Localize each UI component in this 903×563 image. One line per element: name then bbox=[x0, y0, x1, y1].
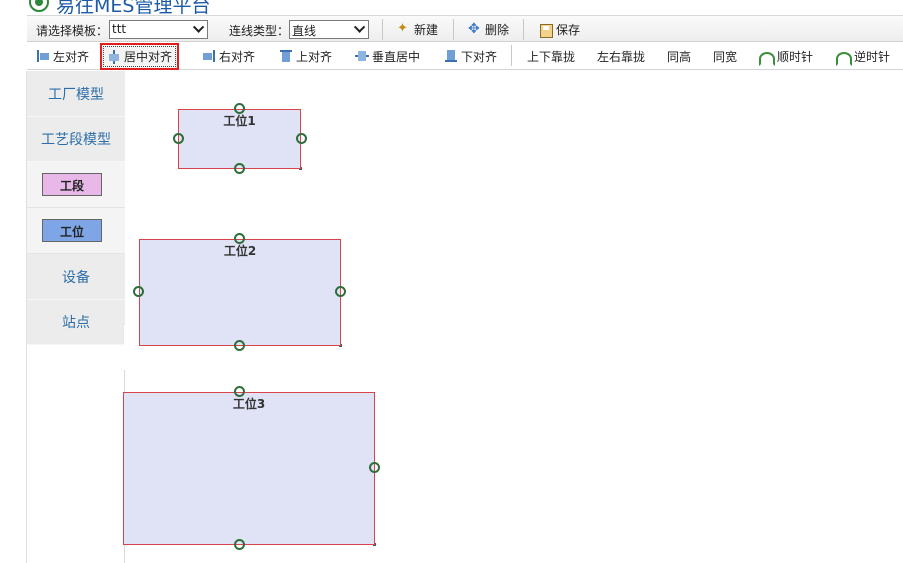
station-node[interactable]: 工位1 bbox=[178, 109, 302, 170]
toolbar-divider bbox=[382, 19, 383, 40]
save-button-label: 保存 bbox=[556, 23, 581, 37]
chevron-down-icon bbox=[192, 21, 205, 33]
align-left-label: 左对齐 bbox=[53, 49, 90, 64]
vertical-gather-button[interactable]: 上下靠拢 bbox=[527, 46, 575, 66]
align-left-button[interactable]: 左对齐 bbox=[36, 46, 89, 66]
align-middle-icon bbox=[355, 49, 369, 63]
align-middle-button[interactable]: 垂直居中 bbox=[355, 46, 420, 66]
station-node[interactable]: 工位2 bbox=[139, 239, 342, 347]
delete-icon bbox=[468, 21, 482, 37]
new-button[interactable]: 新建 bbox=[397, 19, 438, 40]
align-bottom-label: 下对齐 bbox=[461, 49, 498, 64]
equipment-item[interactable]: 设备 bbox=[27, 254, 125, 300]
align-right-label: 右对齐 bbox=[219, 49, 256, 64]
factory-model-item[interactable]: 工厂模型 bbox=[27, 71, 125, 117]
resize-handle[interactable] bbox=[339, 344, 342, 347]
main-toolbar: 请选择模板： ttt 连线类型： 直线 新建 删除 保存 bbox=[27, 15, 903, 42]
align-top-label: 上对齐 bbox=[296, 49, 333, 64]
connection-port[interactable] bbox=[173, 133, 184, 144]
factory-model-label: 工厂模型 bbox=[48, 86, 104, 103]
rotate-ccw-label: 逆时针 bbox=[854, 49, 891, 64]
connection-port[interactable] bbox=[133, 286, 144, 297]
station-node-title: 工位1 bbox=[223, 114, 256, 128]
align-top-icon bbox=[279, 49, 293, 63]
station-swatch-label: 工位 bbox=[59, 225, 84, 239]
align-bottom-button[interactable]: 下对齐 bbox=[444, 46, 497, 66]
app-logo-icon bbox=[29, 0, 49, 12]
connection-port[interactable] bbox=[234, 103, 245, 114]
connection-port[interactable] bbox=[234, 163, 245, 174]
line-type-select[interactable]: 直线 bbox=[289, 20, 369, 39]
connection-port[interactable] bbox=[234, 233, 245, 244]
template-label: 请选择模板： bbox=[36, 24, 109, 38]
save-button[interactable]: 保存 bbox=[539, 19, 580, 40]
connection-port[interactable] bbox=[296, 133, 307, 144]
delete-button-label: 删除 bbox=[485, 23, 510, 37]
process-model-label: 工艺段模型 bbox=[41, 132, 111, 148]
line-type-label: 连线类型： bbox=[229, 24, 290, 38]
site-item[interactable]: 站点 bbox=[27, 300, 125, 345]
same-width-button[interactable]: 同宽 bbox=[713, 46, 737, 66]
align-left-icon bbox=[36, 49, 50, 63]
align-middle-label: 垂直居中 bbox=[372, 49, 421, 64]
delete-button[interactable]: 删除 bbox=[468, 19, 509, 40]
station-swatch[interactable]: 工位 bbox=[42, 219, 102, 242]
rotate-ccw-button[interactable]: 逆时针 bbox=[835, 46, 890, 66]
align-top-button[interactable]: 上对齐 bbox=[279, 46, 332, 66]
station-node-title: 工位3 bbox=[232, 397, 266, 411]
align-toolbar: 左对齐 居中对齐 右对齐 上对齐 垂直居中 下对齐 上下靠拢 左右靠拢 同高 同… bbox=[27, 42, 903, 70]
rotate-ccw-icon bbox=[835, 49, 852, 66]
align-center-icon bbox=[107, 49, 121, 64]
rotate-cw-label: 顺时针 bbox=[777, 49, 814, 64]
align-bottom-icon bbox=[444, 49, 458, 63]
new-button-label: 新建 bbox=[414, 23, 439, 37]
align-center-button[interactable]: 居中对齐 bbox=[100, 43, 180, 70]
toolbar-divider bbox=[453, 19, 454, 40]
template-select-value: ttt bbox=[112, 22, 127, 36]
resize-handle[interactable] bbox=[299, 167, 302, 170]
same-width-label: 同宽 bbox=[713, 49, 738, 64]
align-right-icon bbox=[202, 49, 216, 63]
line-type-select-value: 直线 bbox=[292, 24, 317, 38]
palette-panel: 工厂模型 工艺段模型 工段 工位 设备 站点 bbox=[26, 71, 125, 563]
connection-port[interactable] bbox=[234, 386, 245, 397]
connection-port[interactable] bbox=[234, 340, 245, 351]
same-height-button[interactable]: 同高 bbox=[667, 46, 691, 66]
station-node[interactable]: 工位3 bbox=[123, 392, 376, 546]
section-swatch[interactable]: 工段 bbox=[42, 173, 102, 196]
toolbar-divider bbox=[523, 19, 524, 40]
design-canvas[interactable]: 工位1 工位2 工位3 bbox=[123, 71, 903, 563]
align-right-button[interactable]: 右对齐 bbox=[202, 46, 255, 66]
chevron-down-icon bbox=[353, 21, 366, 33]
process-model-item[interactable]: 工艺段模型 bbox=[27, 117, 125, 162]
site-label: 站点 bbox=[62, 315, 90, 331]
horizontal-gather-button[interactable]: 左右靠拢 bbox=[597, 46, 645, 66]
equipment-label: 设备 bbox=[62, 269, 90, 286]
app-title: 易往MES管理平台 bbox=[56, 0, 211, 14]
section-swatch-label: 工段 bbox=[59, 179, 84, 193]
connection-port[interactable] bbox=[369, 462, 380, 473]
save-icon bbox=[539, 23, 553, 38]
vertical-gather-label: 上下靠拢 bbox=[527, 49, 576, 64]
station-node-title: 工位2 bbox=[223, 244, 257, 258]
new-icon bbox=[397, 21, 411, 37]
horizontal-gather-label: 左右靠拢 bbox=[597, 49, 646, 64]
toolbar-divider bbox=[511, 45, 512, 66]
connection-port[interactable] bbox=[234, 539, 245, 550]
connection-port[interactable] bbox=[335, 286, 346, 297]
align-center-label: 居中对齐 bbox=[124, 50, 173, 64]
resize-handle[interactable] bbox=[373, 543, 376, 546]
rotate-cw-icon bbox=[758, 49, 775, 66]
section-palette-row: 工段 bbox=[27, 162, 125, 208]
same-height-label: 同高 bbox=[667, 49, 692, 64]
station-palette-row: 工位 bbox=[27, 208, 125, 254]
template-select[interactable]: ttt bbox=[109, 20, 208, 39]
rotate-cw-button[interactable]: 顺时针 bbox=[758, 46, 813, 66]
title-bar: 易往MES管理平台 bbox=[0, 0, 903, 14]
